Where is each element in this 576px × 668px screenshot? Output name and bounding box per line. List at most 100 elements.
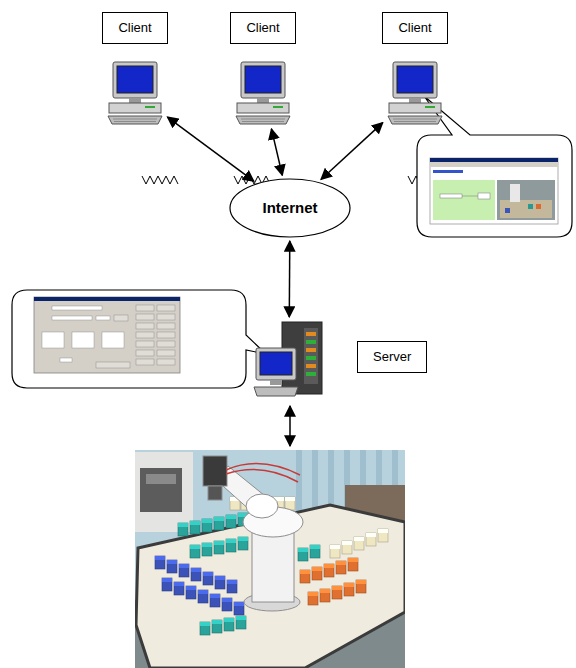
client-node: Client <box>218 8 308 128</box>
block-top <box>310 545 320 549</box>
robot-arm <box>203 456 303 611</box>
block-top <box>226 515 236 519</box>
block <box>324 564 334 577</box>
block-top <box>155 556 165 560</box>
block <box>214 541 224 554</box>
block-top <box>203 572 213 576</box>
block-top <box>300 570 310 574</box>
block-top <box>366 533 376 537</box>
block-top <box>330 545 340 549</box>
block <box>202 519 212 532</box>
block <box>366 533 376 546</box>
block <box>310 545 320 558</box>
network-label: Internet <box>262 199 317 217</box>
node-label: Client <box>102 12 167 44</box>
computer-icon <box>233 60 293 126</box>
block <box>212 620 222 633</box>
block <box>236 616 246 629</box>
block <box>348 558 358 571</box>
block-top <box>198 590 208 594</box>
double-arrow <box>289 241 291 317</box>
block-top <box>202 519 212 523</box>
server-node: Server <box>252 320 432 402</box>
block <box>190 545 200 558</box>
block <box>190 521 200 534</box>
block <box>354 537 364 550</box>
block <box>308 592 318 605</box>
block <box>214 517 224 530</box>
block-top <box>210 594 220 598</box>
node-label: Client <box>230 12 295 44</box>
block <box>336 561 346 574</box>
block <box>300 570 310 583</box>
block-top <box>214 517 224 521</box>
block <box>202 543 212 556</box>
block-top <box>186 586 196 590</box>
block-top <box>298 548 308 552</box>
block-top <box>336 561 346 565</box>
client-node: Client <box>370 8 460 128</box>
block <box>312 567 322 580</box>
block <box>298 548 308 561</box>
block <box>320 589 330 602</box>
block-top <box>162 578 172 582</box>
block-top <box>227 580 237 584</box>
block-top <box>344 583 354 587</box>
block-top <box>222 598 232 602</box>
block <box>210 594 220 607</box>
block <box>224 618 234 631</box>
server-gui-callout <box>12 290 266 388</box>
block-top <box>320 589 330 593</box>
block-top <box>226 539 236 543</box>
block-top <box>214 541 224 545</box>
double-arrow <box>167 117 253 181</box>
block-top <box>179 564 189 568</box>
double-arrow <box>289 406 291 446</box>
block <box>186 586 196 599</box>
block <box>174 582 184 595</box>
network-ellipse: Internet <box>229 178 351 238</box>
block <box>198 590 208 603</box>
block-top <box>348 558 358 562</box>
double-arrow <box>321 123 383 180</box>
block-top <box>190 545 200 549</box>
block <box>332 586 342 599</box>
block <box>167 560 177 573</box>
block <box>162 578 172 591</box>
block <box>342 541 352 554</box>
block <box>200 622 210 635</box>
block <box>378 529 388 542</box>
block <box>330 545 340 558</box>
block-top <box>236 616 246 620</box>
block-top <box>356 580 366 584</box>
block <box>226 515 236 528</box>
node-label: Server <box>357 341 427 373</box>
block <box>238 537 248 550</box>
block <box>155 556 165 569</box>
block-top <box>342 541 352 545</box>
block-top <box>308 592 318 596</box>
block <box>356 580 366 593</box>
block-top <box>354 537 364 541</box>
block-top <box>378 529 388 533</box>
block-top <box>238 537 248 541</box>
block-top <box>234 602 244 606</box>
block <box>215 576 225 589</box>
client-node: Client <box>90 8 180 128</box>
block-top <box>332 586 342 590</box>
block <box>222 598 232 611</box>
block <box>203 572 213 585</box>
server-icon <box>252 320 326 400</box>
block-top <box>191 568 201 572</box>
robot-cell-photo <box>135 450 405 668</box>
block-top <box>212 620 222 624</box>
block-top <box>215 576 225 580</box>
node-label: Client <box>382 12 447 44</box>
block-top <box>200 622 210 626</box>
double-arrow <box>271 129 282 175</box>
block-top <box>178 523 188 527</box>
block-top <box>174 582 184 586</box>
block <box>178 523 188 536</box>
block <box>191 568 201 581</box>
